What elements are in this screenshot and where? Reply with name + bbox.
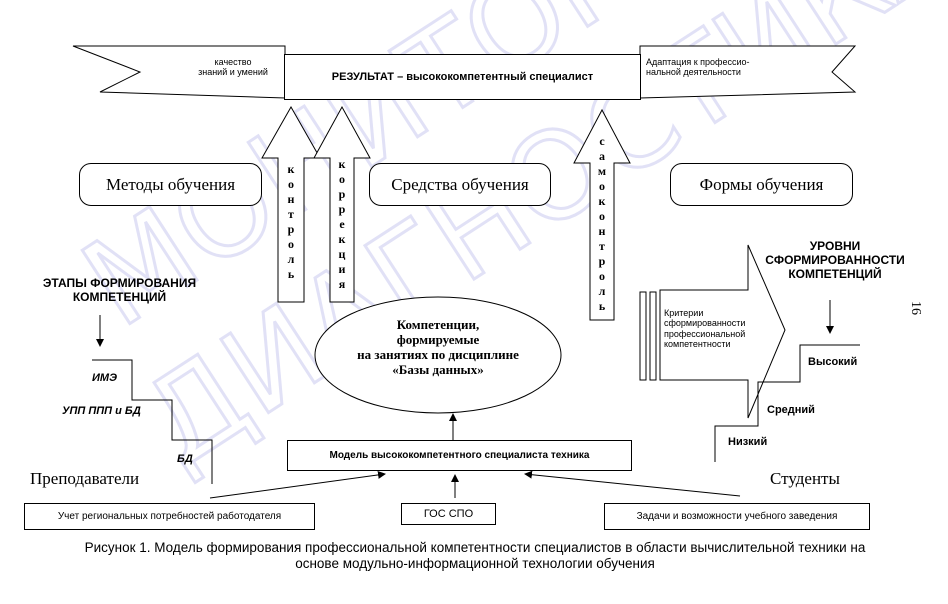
caption: Рисунок 1. Модель формирования профессио… bbox=[84, 540, 866, 571]
bottom-box-center-label: ГОС СПО bbox=[423, 508, 474, 520]
vertical-letter: е bbox=[339, 217, 345, 231]
forms-box-label: Формы обучения bbox=[699, 174, 824, 194]
vertical-letter: и bbox=[338, 262, 346, 276]
vertical-letter: р bbox=[338, 187, 346, 201]
level-low: Низкий bbox=[728, 436, 768, 448]
vertical-letter: т bbox=[288, 207, 294, 221]
criteria-bar-1 bbox=[639, 291, 647, 381]
vertical-letter: ь bbox=[598, 299, 606, 313]
arrow-correction-shape bbox=[313, 105, 371, 303]
methods-box-label: Методы обучения bbox=[105, 174, 236, 194]
vertical-letter: о bbox=[288, 177, 294, 191]
bottom-box-left: Учет региональных потребностей работодат… bbox=[24, 503, 315, 530]
vertical-letter: н bbox=[287, 192, 295, 206]
vertical-letter: н bbox=[598, 224, 606, 238]
methods-box: Методы обучения bbox=[79, 163, 262, 206]
vertical-letter: р bbox=[287, 222, 295, 236]
bottom-box-left-label: Учет региональных потребностей работодат… bbox=[57, 511, 282, 522]
vertical-letter: к bbox=[287, 162, 295, 176]
vertical-letter: к bbox=[598, 194, 606, 208]
vertical-letter: с bbox=[599, 134, 605, 148]
banner-center-box: РЕЗУЛЬТАТ – высококомпетентный специалис… bbox=[284, 54, 641, 100]
bottom-box-center: ГОС СПО bbox=[401, 503, 496, 525]
arrow-control-shape bbox=[261, 105, 321, 303]
forms-box: Формы обучения bbox=[670, 163, 853, 206]
vertical-letter: л bbox=[287, 252, 295, 266]
banner-left-text: качество знаний и умений bbox=[198, 57, 268, 78]
vertical-letter: к bbox=[338, 157, 346, 171]
vertical-letter: о bbox=[599, 269, 605, 283]
vertical-letter: л bbox=[598, 284, 606, 298]
vertical-letter: р bbox=[338, 202, 346, 216]
levels-staircase bbox=[714, 344, 860, 462]
vertical-letter: к bbox=[338, 232, 346, 246]
vertical-letter: о bbox=[599, 179, 605, 193]
model-box-label: Модель высококомпетентного специалиста т… bbox=[329, 450, 590, 461]
vertical-letter: ь bbox=[287, 267, 295, 281]
page-number: 16 bbox=[908, 301, 924, 316]
vertical-letter: о bbox=[599, 209, 605, 223]
competencies-ellipse bbox=[314, 296, 562, 414]
bottom-box-right-label: Задачи и возможности учебного заведения bbox=[636, 511, 838, 522]
model-box: Модель высококомпетентного специалиста т… bbox=[287, 440, 632, 471]
vertical-letter: а bbox=[599, 149, 605, 163]
students-label: Студенты bbox=[770, 469, 840, 488]
vertical-letter: я bbox=[338, 277, 346, 291]
banner-right-text: Адаптация к профессио- нальной деятельно… bbox=[646, 57, 750, 78]
vertical-letter: р bbox=[598, 254, 606, 268]
criteria-bar-2 bbox=[649, 291, 657, 381]
level-mid: Средний bbox=[767, 404, 815, 416]
vertical-letter: т bbox=[599, 239, 605, 253]
vertical-letter: о bbox=[339, 172, 345, 186]
stage-1: ИМЭ bbox=[92, 372, 117, 384]
levels-title: УРОВНИ СФОРМИРОВАННОСТИ КОМПЕТЕНЦИЙ bbox=[765, 239, 905, 281]
ribbon-left-tail bbox=[72, 45, 286, 99]
level-high: Высокий bbox=[808, 356, 858, 368]
stages-staircase bbox=[92, 359, 213, 484]
stage-3: БД bbox=[177, 453, 193, 465]
stage-2: УПП ППП и БД bbox=[62, 405, 141, 417]
bottom-box-right: Задачи и возможности учебного заведения bbox=[604, 503, 870, 530]
criteria-text: Критерии сформированности профессиональн… bbox=[664, 308, 746, 350]
arrow-selfcontrol-shape bbox=[573, 108, 631, 321]
competencies-text: Компетенции, формируемые на занятиях по … bbox=[357, 317, 519, 377]
teachers-label: Преподаватели bbox=[30, 469, 140, 488]
means-box: Средства обучения bbox=[369, 163, 551, 206]
criteria-arrow-shape bbox=[659, 244, 786, 419]
vertical-letter: о bbox=[288, 237, 294, 251]
means-box-label: Средства обучения bbox=[391, 174, 529, 194]
vertical-letter: ц bbox=[338, 247, 346, 261]
vertical-letter: м bbox=[597, 164, 607, 178]
banner-center-text: РЕЗУЛЬТАТ – высококомпетентный специалис… bbox=[331, 71, 594, 83]
stages-title: ЭТАПЫ ФОРМИРОВАНИЯ КОМПЕТЕНЦИЙ bbox=[42, 276, 197, 304]
